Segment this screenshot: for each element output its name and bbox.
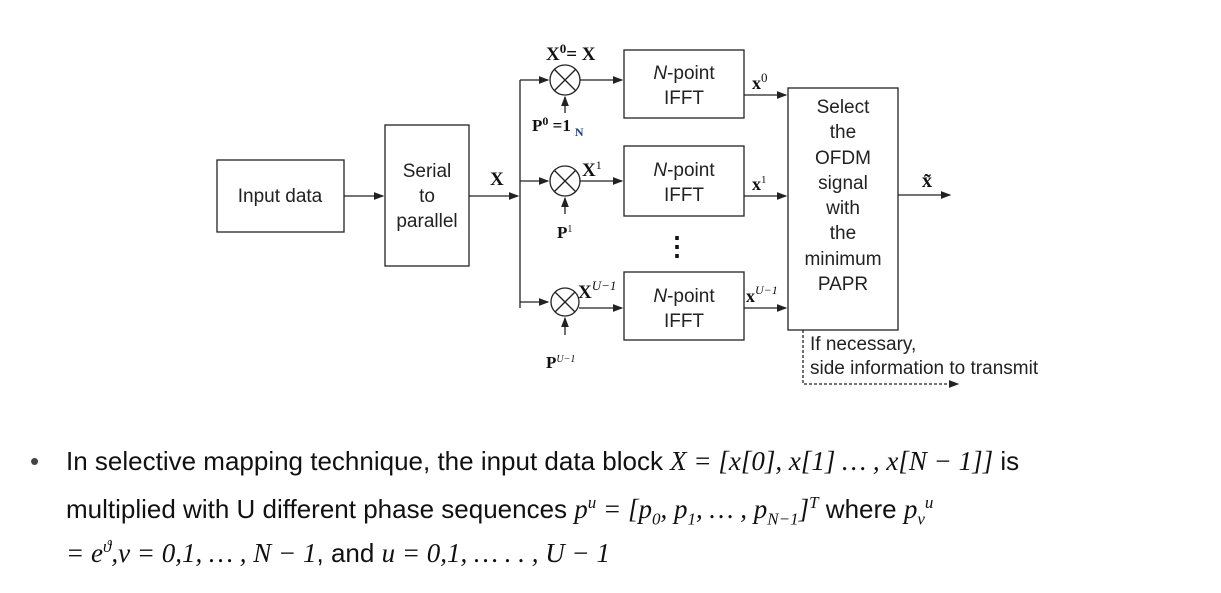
product-u-label: XU−1 xyxy=(578,278,616,303)
ellipsis: ⋮ xyxy=(664,232,690,261)
svg-text:minimum: minimum xyxy=(804,249,881,270)
out-1-label: x1 xyxy=(752,174,767,194)
ifft-box-1 xyxy=(623,145,745,217)
sp-label-3: parallel xyxy=(396,211,457,232)
product-0-label: X0= X xyxy=(546,41,596,65)
ifft-u-line2: IFFT xyxy=(664,311,704,332)
ifft-box-0 xyxy=(623,49,745,119)
svg-text:with: with xyxy=(825,198,860,219)
svg-text:the: the xyxy=(830,122,856,143)
select-block-text: Select the OFDM signal with the minimum … xyxy=(804,97,881,295)
slm-block-diagram: Input data Serial to parallel X X0= X P0… xyxy=(216,41,1039,388)
sp-label-1: Serial xyxy=(403,161,452,182)
svg-text:signal: signal xyxy=(818,173,868,194)
multiplier-1-icon xyxy=(549,165,581,197)
output-label: x̃ xyxy=(922,170,932,192)
ifft-0-line1: N-point xyxy=(653,63,715,84)
ifft-u-line1: N-point xyxy=(653,286,715,307)
phase-u-label: PU−1 xyxy=(546,353,575,372)
svg-text:OFDM: OFDM xyxy=(815,148,871,169)
svg-text:Select: Select xyxy=(817,97,871,118)
multiplier-u-icon xyxy=(550,287,580,317)
description-line-3: = eϑ,v = 0,1, … , N − 1, and u = 0,1, … … xyxy=(66,537,611,568)
description-line-1: In selective mapping technique, the inpu… xyxy=(66,446,1020,476)
phase-1-label: P1 xyxy=(557,223,572,242)
ifft-box-u xyxy=(623,271,745,341)
product-1-label: X1 xyxy=(582,158,602,181)
select-min-papr-box xyxy=(787,87,899,331)
input-data-label: Input data xyxy=(238,186,323,207)
svg-text:the: the xyxy=(830,223,856,244)
bullet-icon: • xyxy=(30,446,40,476)
side-info-line2: side information to transmit xyxy=(810,358,1039,379)
x-label: X xyxy=(490,169,504,190)
description-line-2: multiplied with U different phase sequen… xyxy=(66,493,934,529)
sp-label-2: to xyxy=(419,186,435,207)
ifft-0-line2: IFFT xyxy=(664,88,704,109)
ifft-1-line2: IFFT xyxy=(664,185,704,206)
svg-text:PAPR: PAPR xyxy=(818,274,868,295)
out-0-label: x0 xyxy=(752,70,768,93)
multiplier-0-icon xyxy=(549,64,581,96)
ifft-1-line1: N-point xyxy=(653,160,715,181)
side-info-line1: If necessary, xyxy=(810,334,916,355)
out-u-label: xU−1 xyxy=(746,283,778,306)
